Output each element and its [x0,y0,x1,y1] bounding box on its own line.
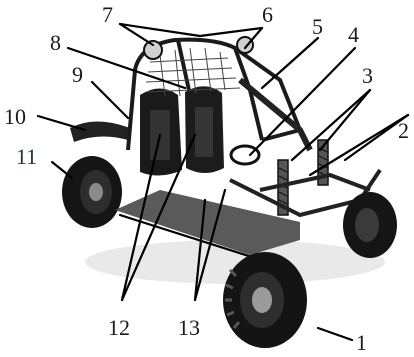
front-left-wheel [223,252,307,348]
callout-4: 4 [348,22,359,47]
callout-10: 10 [4,104,26,129]
callout-3: 3 [362,63,373,88]
callout-7: 7 [102,2,113,27]
callout-1: 1 [356,330,367,355]
rear-wheel [62,156,122,228]
callout-8: 8 [50,30,61,55]
side-tube [240,80,310,150]
front-right-wheel [343,192,397,258]
rear-fender [70,122,130,143]
callout-11: 11 [16,144,37,169]
callout-9: 9 [72,62,83,87]
callout-5: 5 [312,14,323,39]
callout-13: 13 [178,315,200,340]
callout-2: 2 [398,118,409,143]
callout-12: 12 [108,315,130,340]
callout-6: 6 [262,2,273,27]
buggy-illustration [62,37,397,348]
